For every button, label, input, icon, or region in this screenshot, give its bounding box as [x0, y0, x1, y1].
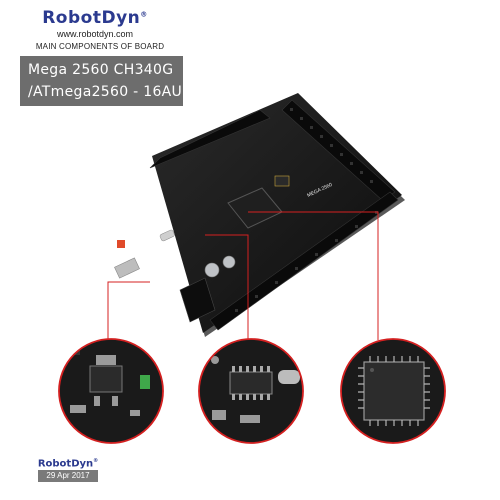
model-name: Mega 2560 CH340G: [28, 62, 174, 78]
detail-circle-usb-chip: [198, 338, 304, 444]
detail-circle-microcontroller: [340, 338, 446, 444]
page-subtitle: MAIN COMPONENTS OF BOARD: [35, 42, 165, 51]
reset-button: [117, 240, 125, 248]
registered-mark: ®: [140, 10, 148, 19]
detail-circle-voltage-regulator: [58, 338, 164, 444]
brand-name: RobotDyn: [42, 8, 141, 28]
callout-lines: [107, 211, 379, 340]
footer-logo: RobotDyn®: [28, 458, 108, 469]
footer-date: 29 Apr 2017: [38, 470, 98, 482]
chip-name: /ATmega2560 - 16AU: [28, 84, 183, 100]
top-pin-header: [281, 99, 396, 201]
arduino-board: MEGA 2560: [114, 93, 405, 337]
capacitor: [204, 262, 220, 278]
model-banner: [20, 56, 183, 106]
brand-logo: RobotDyn®: [20, 8, 170, 28]
power-jack: [179, 277, 216, 323]
crystal: [159, 229, 175, 242]
capacitor: [222, 255, 236, 269]
side-pin-header: [149, 109, 271, 169]
footer-registered-mark: ®: [93, 458, 99, 464]
icsp-header: [274, 175, 290, 187]
footer-brand-name: RobotDyn: [37, 458, 94, 470]
website-url: www.robotdyn.com: [56, 29, 134, 39]
usb-port: [114, 257, 140, 279]
